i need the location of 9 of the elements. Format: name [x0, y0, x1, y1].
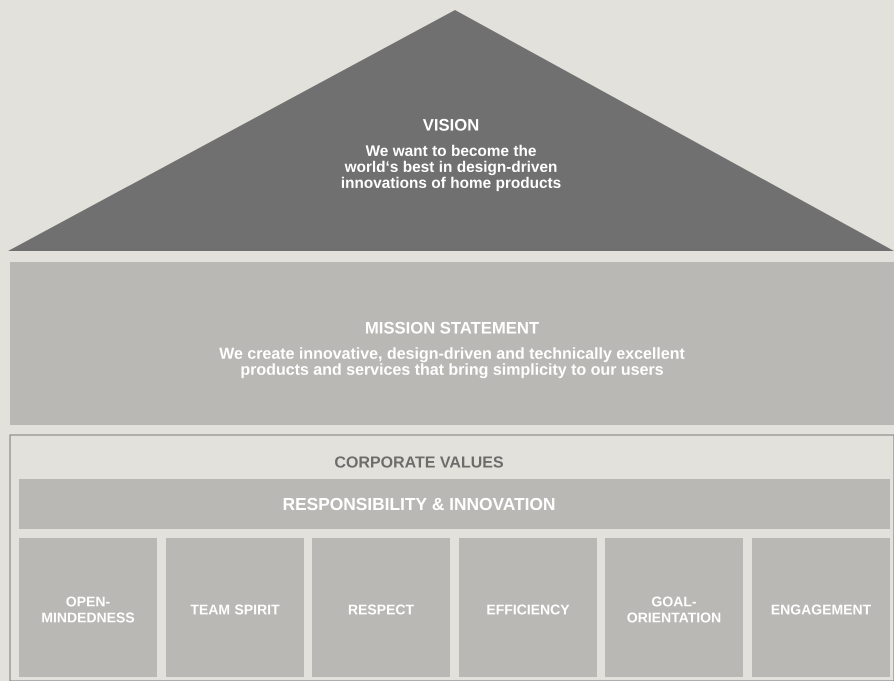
mission-box: MISSION STATEMENT We create innovative, design-driven and technically excellent products and services that bring simplicity to our users	[10, 262, 894, 425]
value-box: TEAM SPIRIT	[166, 538, 304, 677]
value-band: RESPONSIBILITY & INNOVATION	[19, 479, 890, 529]
value-box: GOAL- ORIENTATION	[605, 538, 743, 677]
value-box: EFFICIENCY	[459, 538, 597, 677]
value-box: RESPECT	[312, 538, 450, 677]
value-box: OPEN- MINDEDNESS	[19, 538, 157, 677]
value-box: ENGAGEMENT	[752, 538, 890, 677]
vision-triangle: VISION We want to become the world‘s best in design-driven innovations of home products	[8, 10, 894, 251]
